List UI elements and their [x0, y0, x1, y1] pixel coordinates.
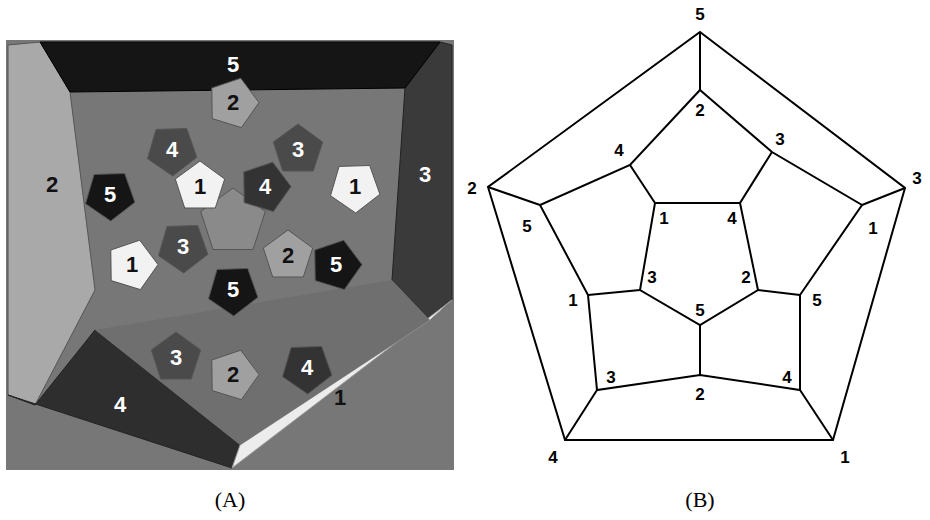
face-number: 5 [104, 184, 116, 206]
vertex-label: 3 [910, 170, 923, 187]
dodecahedron-graph [488, 32, 905, 440]
face [283, 347, 332, 395]
vertex-label: 4 [725, 210, 738, 227]
vertex-label: 1 [657, 210, 670, 227]
face-number: 4 [114, 394, 126, 416]
vertex-label: 4 [546, 449, 559, 466]
face [212, 350, 259, 399]
face-number: 3 [170, 347, 182, 369]
vertex-label: 5 [693, 302, 706, 319]
face-number: 2 [227, 364, 239, 386]
face-number: 2 [282, 245, 294, 267]
vertex-label: 2 [693, 102, 706, 119]
face [331, 166, 380, 214]
face [159, 226, 208, 274]
vertex-label: 5 [810, 292, 823, 309]
vertex-label: 3 [604, 369, 617, 386]
face-number: 5 [330, 254, 342, 276]
face-number: 4 [166, 139, 178, 161]
face-number: 1 [194, 176, 206, 198]
vertex-label: 1 [866, 220, 879, 237]
face [212, 78, 259, 127]
face-number: 4 [301, 357, 313, 379]
face-number: 1 [126, 254, 138, 276]
face [111, 240, 158, 289]
vertex-label: 5 [693, 6, 706, 23]
face [86, 174, 135, 222]
vertex-label: 1 [838, 449, 851, 466]
face-number: 3 [177, 236, 189, 258]
panel-caption: (A) [215, 489, 246, 511]
face [263, 230, 312, 277]
vertex-label: 3 [773, 131, 786, 148]
vertex-label: 4 [612, 142, 625, 159]
panel-caption: (B) [685, 489, 714, 511]
face [315, 240, 362, 289]
vertex-label: 2 [739, 269, 752, 286]
face-number: 5 [227, 279, 239, 301]
face [209, 269, 258, 317]
face-number: 3 [419, 164, 431, 186]
face-number: 5 [227, 54, 239, 76]
face [244, 162, 291, 211]
face-number: 1 [334, 387, 346, 409]
face-number: 1 [349, 176, 361, 198]
face-number: 3 [292, 139, 304, 161]
vertex-label: 3 [645, 269, 658, 286]
face [151, 332, 200, 379]
face-number: 2 [227, 92, 239, 114]
face [273, 124, 322, 171]
vertex-label: 5 [520, 218, 533, 235]
vertex-label: 2 [465, 180, 478, 197]
dodecahedron-photo [6, 40, 454, 470]
face-number: 2 [46, 174, 58, 196]
face [175, 161, 224, 208]
vertex-label: 1 [566, 292, 579, 309]
face-number: 4 [259, 176, 271, 198]
vertex-label: 2 [693, 386, 706, 403]
vertex-label: 4 [780, 369, 793, 386]
